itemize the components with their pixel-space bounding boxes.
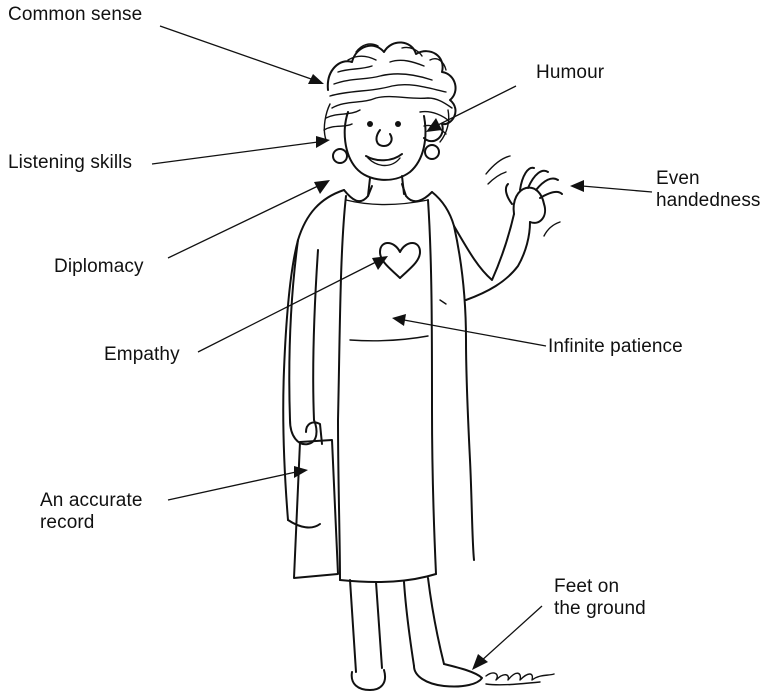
label-accurate-record-line2: record (40, 512, 143, 534)
label-accurate-record-line1: An accurate (40, 490, 143, 512)
label-empathy: Empathy (104, 344, 180, 366)
leader-feet-on-ground (480, 606, 542, 662)
label-even-handedness: Even handedness (656, 168, 761, 212)
label-feet-line1: Feet on (554, 576, 646, 598)
label-feet-line2: the ground (554, 598, 646, 620)
arrowhead-accurate-record (294, 466, 308, 478)
leader-empathy (198, 262, 376, 352)
label-even-handedness-line2: handedness (656, 190, 761, 212)
arrowhead-infinite-patience (392, 314, 406, 326)
label-diplomacy: Diplomacy (54, 256, 144, 278)
leader-accurate-record (168, 472, 296, 500)
label-humour: Humour (536, 62, 604, 84)
leader-listening-skills (152, 142, 318, 164)
label-even-handedness-line1: Even (656, 168, 761, 190)
jacket (283, 184, 474, 582)
label-infinite-patience: Infinite patience (548, 336, 683, 358)
left-arm (289, 240, 318, 444)
heart-icon (380, 243, 420, 278)
label-listening-skills: Listening skills (8, 152, 132, 174)
label-accurate-record: An accurate record (40, 490, 143, 534)
leader-even-handedness (582, 186, 652, 192)
bag-icon (294, 422, 338, 578)
label-common-sense: Common sense (8, 4, 142, 26)
legs (350, 578, 482, 690)
leader-infinite-patience (404, 320, 546, 346)
leader-common-sense (160, 26, 314, 80)
label-feet-on-ground: Feet on the ground (554, 576, 646, 620)
arrowhead-even-handedness (570, 180, 584, 192)
arrowhead-listening-skills (316, 136, 330, 148)
waving-arm (454, 156, 562, 300)
artist-signature (486, 673, 554, 685)
